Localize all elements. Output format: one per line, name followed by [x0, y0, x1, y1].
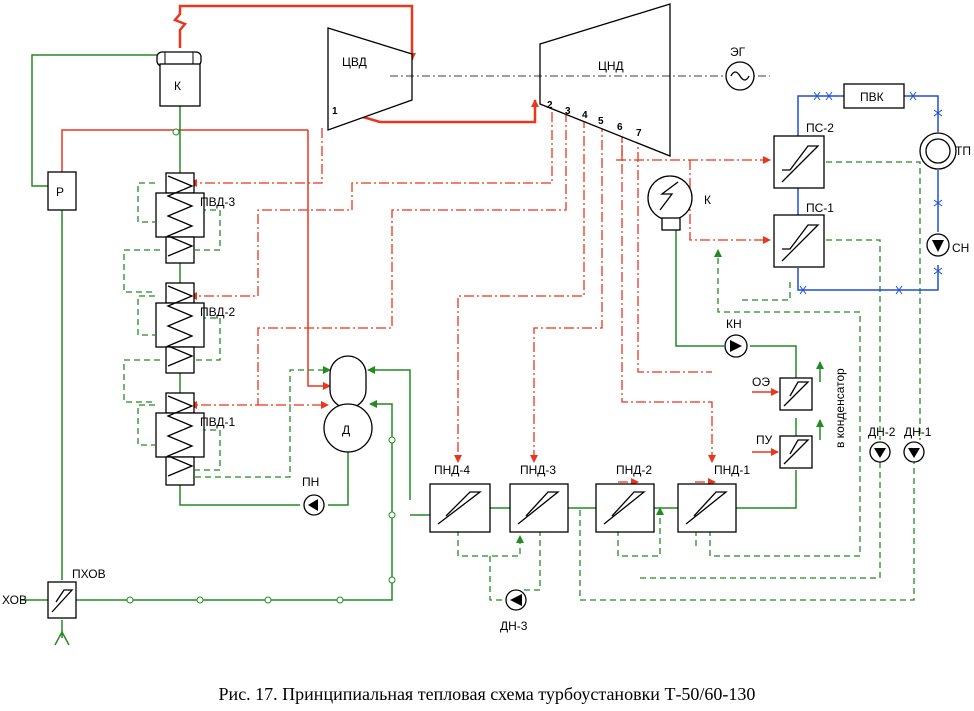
oe-label: ОЭ — [752, 375, 770, 389]
pvk-label: ПВК — [860, 90, 884, 104]
dn2-label: ДН-2 — [868, 425, 896, 439]
hp-cylinder-cvd: ЦВД 1 — [327, 27, 413, 131]
xov-label: ХОВ — [2, 593, 27, 607]
lp-cylinder-cnd: ЦНД 2 3 4 5 6 7 — [539, 3, 671, 157]
eg-label: ЭГ — [730, 45, 746, 59]
to-condenser-label: в конденсатор — [833, 368, 847, 448]
reducer-r: Р — [47, 171, 77, 211]
ejector-cooler-oe: ОЭ — [752, 375, 813, 411]
tp-label: ТП — [955, 144, 971, 158]
drain-pump-dn2: ДН-2 — [868, 425, 896, 463]
pu-label: ПУ — [756, 433, 773, 447]
line-crossing-markers — [126, 128, 396, 604]
r-label: Р — [56, 185, 64, 199]
lp-heater-pnd3: ПНД-3 — [509, 463, 569, 533]
peak-boiler-pvk: ПВК — [843, 83, 905, 109]
pn-label: ПН — [302, 475, 319, 489]
feedwater-lines — [20, 54, 824, 646]
feed-pump-pn: ПН — [302, 475, 325, 516]
deaerator-d: Д — [323, 355, 373, 453]
extraction-number-4: 4 — [582, 110, 588, 121]
extraction-steam-lines — [189, 112, 779, 486]
heating-network-markers — [799, 91, 943, 295]
live-steam-lines — [61, 4, 539, 390]
extraction-number-3: 3 — [565, 106, 571, 117]
hp-heater-pvd3: ПВД-3 — [155, 172, 235, 264]
network-pump-sn: СН — [926, 233, 969, 257]
pnd3-label: ПНД-3 — [520, 463, 556, 477]
dn3-label: ДН-3 — [500, 619, 528, 633]
d-label: Д — [342, 423, 350, 437]
pvd1-label: ПВД-1 — [200, 415, 235, 429]
heat-consumer-tp: ТП — [919, 132, 971, 170]
cnd-label: ЦНД — [598, 59, 624, 73]
extraction-number-1: 1 — [332, 106, 338, 117]
pxov-label: ПХОВ — [72, 567, 106, 581]
pnd1-label: ПНД-1 — [714, 463, 750, 477]
seal-cooler-pu: ПУ — [756, 433, 813, 469]
drain-pump-dn1: ДН-1 — [903, 425, 932, 463]
condenser-k-label: К — [704, 193, 711, 207]
lp-heater-pnd4: ПНД-4 — [429, 463, 491, 533]
hp-heater-pvd2: ПВД-2 — [155, 282, 235, 374]
network-heater-ps2: ПС-2 — [773, 121, 834, 189]
kn-label: КН — [726, 317, 742, 331]
make-up-heater-pxov: ПХОВ ХОВ — [2, 567, 106, 619]
drain-pump-dn3: ДН-3 — [500, 589, 528, 633]
ps1-label: ПС-1 — [806, 201, 834, 215]
extraction-number-6: 6 — [617, 122, 623, 133]
pnd4-label: ПНД-4 — [434, 463, 470, 477]
extraction-number-2: 2 — [547, 100, 553, 111]
network-heater-ps1: ПС-1 — [773, 201, 834, 268]
hp-heater-pvd1: ПВД-1 — [155, 392, 235, 486]
lp-heater-pnd1: ПНД-1 — [677, 463, 750, 533]
boiler-k-label: К — [174, 79, 181, 93]
condenser-k: К — [647, 175, 711, 231]
extraction-number-5: 5 — [598, 116, 604, 127]
dn1-label: ДН-1 — [904, 425, 932, 439]
pvd3-label: ПВД-3 — [200, 195, 235, 209]
pvd2-label: ПВД-2 — [200, 305, 235, 319]
sn-label: СН — [952, 241, 969, 255]
pnd2-label: ПНД-2 — [616, 463, 652, 477]
condensate-pump-kn: КН — [724, 317, 748, 358]
cvd-label: ЦВД — [342, 55, 367, 69]
figure-caption: Рис. 17. Принципиальная тепловая схема т… — [219, 684, 756, 704]
boiler-k: К — [156, 51, 202, 107]
lp-heater-pnd2: ПНД-2 — [595, 463, 655, 533]
drain-lines — [123, 161, 921, 601]
generator-eg: ЭГ — [725, 45, 755, 91]
ps2-label: ПС-2 — [806, 121, 834, 135]
extraction-number-7: 7 — [636, 128, 642, 139]
